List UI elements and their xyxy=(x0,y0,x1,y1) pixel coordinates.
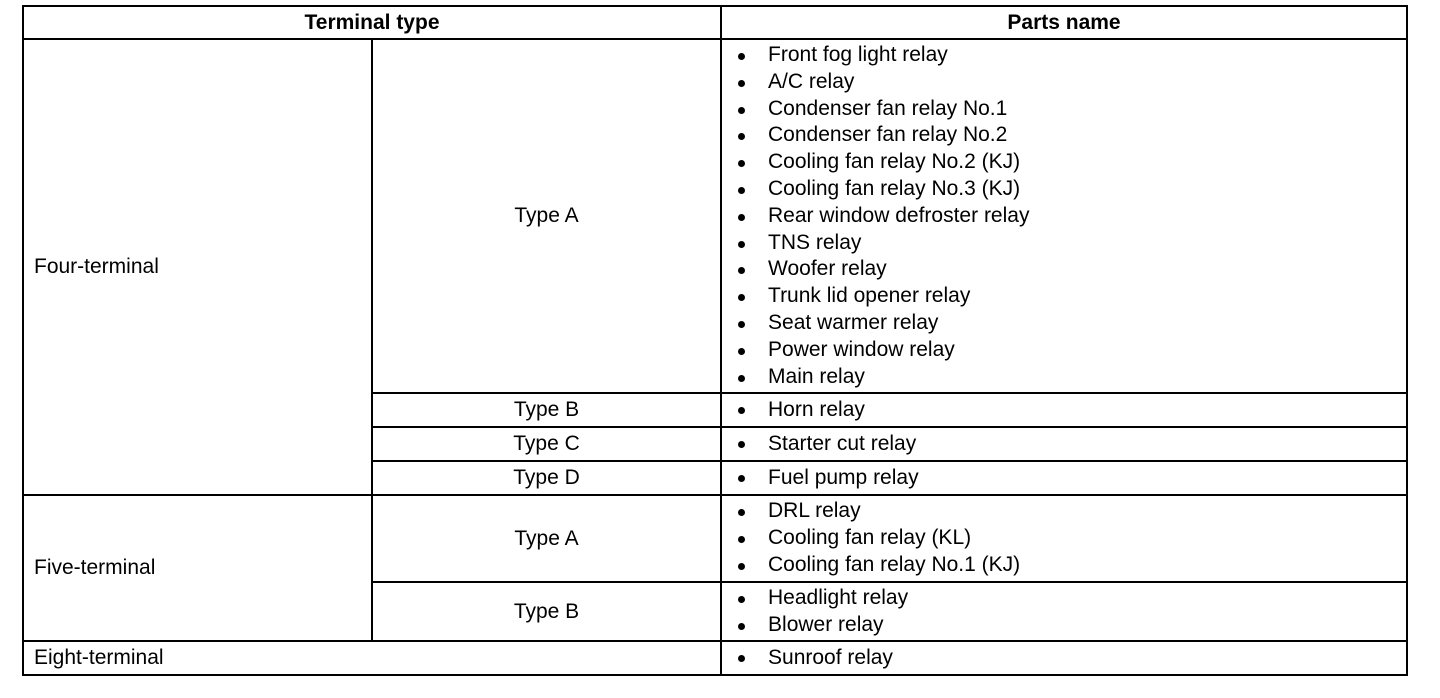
type-cell: Type D xyxy=(370,460,723,497)
list-item: A/C relay xyxy=(736,69,1406,96)
list-item: TNS relay xyxy=(736,230,1406,257)
parts-list: Front fog light relay A/C relay Condense… xyxy=(736,42,1406,390)
list-item: Condenser fan relay No.1 xyxy=(736,96,1406,123)
list-item: Headlight relay xyxy=(736,585,1406,612)
parts-list: Sunroof relay xyxy=(736,644,1406,672)
table-row: Four-terminal Type A Front fog light rel… xyxy=(22,37,1409,497)
list-item: Blower relay xyxy=(736,612,1406,639)
list-item: Cooling fan relay No.1 (KJ) xyxy=(736,552,1406,579)
parts-cell: DRL relay Cooling fan relay (KL) Cooling… xyxy=(720,494,1409,583)
header-terminal-type: Terminal type xyxy=(21,5,723,40)
parts-cell: Headlight relay Blower relay xyxy=(720,580,1409,643)
parts-list: Fuel pump relay xyxy=(736,464,1406,492)
header-parts-name: Parts name xyxy=(720,5,1409,40)
table-header-row: Terminal type Parts name xyxy=(21,5,1409,40)
list-item: Woofer relay xyxy=(736,256,1406,283)
list-item: Main relay xyxy=(736,364,1406,391)
list-item: Front fog light relay xyxy=(736,42,1406,69)
terminal-cell: Eight-terminal xyxy=(21,640,723,677)
parts-list: Starter cut relay xyxy=(736,430,1406,458)
list-item: Sunroof relay xyxy=(736,644,1406,672)
list-item: Seat warmer relay xyxy=(736,310,1406,337)
list-item: Horn relay xyxy=(736,396,1406,424)
parts-cell: Horn relay xyxy=(720,392,1409,429)
type-cell: Type A xyxy=(370,494,723,583)
table-row: Five-terminal Type A DRL relay Cooling f… xyxy=(22,494,1409,643)
list-item: Cooling fan relay (KL) xyxy=(736,525,1406,552)
list-item: Power window relay xyxy=(736,337,1406,364)
list-item: Cooling fan relay No.3 (KJ) xyxy=(736,176,1406,203)
parts-cell: Front fog light relay A/C relay Condense… xyxy=(720,37,1409,395)
table-row: Type D Fuel pump relay xyxy=(23,460,1409,497)
table-row: Eight-terminal Sunroof relay xyxy=(21,640,1409,677)
parts-cell: Sunroof relay xyxy=(720,640,1409,677)
list-item: DRL relay xyxy=(736,498,1406,525)
parts-cell: Starter cut relay xyxy=(720,426,1409,463)
list-item: Starter cut relay xyxy=(736,430,1406,458)
terminal-cell: Five-terminal xyxy=(22,494,373,643)
terminal-cell: Four-terminal xyxy=(22,37,373,497)
parts-list: Horn relay xyxy=(736,396,1406,424)
type-cell: Type A xyxy=(370,37,723,395)
relay-terminal-table: Terminal type Parts name Four-terminal T… xyxy=(21,5,1409,677)
type-cell: Type B xyxy=(370,392,723,429)
parts-list: DRL relay Cooling fan relay (KL) Cooling… xyxy=(736,498,1406,578)
table-row: Type B Headlight relay Blower relay xyxy=(23,580,1409,643)
table-row: Type B Horn relay xyxy=(23,392,1409,429)
list-item: Trunk lid opener relay xyxy=(736,283,1406,310)
type-cell: Type C xyxy=(370,426,723,463)
list-item: Cooling fan relay No.2 (KJ) xyxy=(736,149,1406,176)
list-item: Rear window defroster relay xyxy=(736,203,1406,230)
table-row: Type C Starter cut relay xyxy=(23,426,1409,463)
parts-list: Headlight relay Blower relay xyxy=(736,585,1406,639)
type-cell: Type B xyxy=(370,580,723,643)
parts-cell: Fuel pump relay xyxy=(720,460,1409,497)
list-item: Condenser fan relay No.2 xyxy=(736,122,1406,149)
list-item: Fuel pump relay xyxy=(736,464,1406,492)
